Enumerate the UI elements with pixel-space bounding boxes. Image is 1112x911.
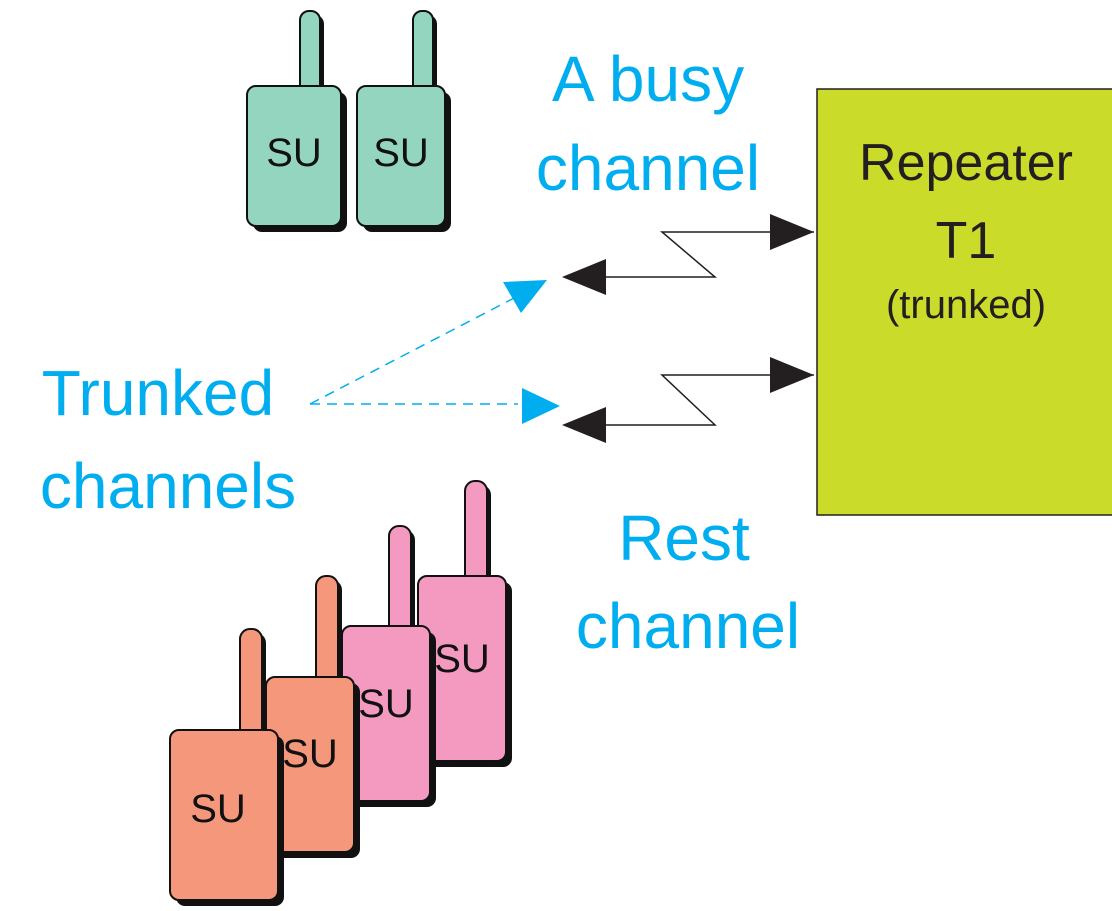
arrowhead-to-repeater [770,214,814,250]
subscriber-unit-green-2: SU [356,10,451,232]
subscriber-unit-green-1: SU [246,10,347,232]
repeater-box: Repeater T1 (trunked) [816,88,1112,516]
subscriber-unit-orange-1: SU [265,575,360,858]
su-label: SU [434,637,490,681]
rest-channel-label-line2: channel [576,590,800,662]
subscriber-unit-orange-2: SU [169,628,284,906]
repeater-mode: (trunked) [886,283,1046,327]
su-label: SU [266,131,322,175]
arrowhead-to-repeater [770,357,814,393]
channel-link-top [562,214,814,295]
repeater-id: T1 [936,212,997,270]
rest-channel-label-line1: Rest [618,502,750,574]
trunked-pointers [309,280,560,424]
busy-channel-label-line2: channel [536,132,760,204]
pointer-arrowhead [522,388,560,424]
trunked-channels-label-line1: Trunked [42,357,274,429]
su-label: SU [358,682,414,726]
subscriber-unit-pink-1: SU [417,480,512,767]
arrowhead-to-units [562,407,606,443]
subscriber-unit-pink-2: SU [341,525,436,807]
su-label: SU [190,787,246,831]
busy-channel-label-line1: A busy [552,43,744,115]
trunked-channels-label-line2: channels [40,450,296,522]
repeater-title: Repeater [859,134,1073,192]
pointer-arrowhead [503,280,547,313]
arrowhead-to-units [562,259,606,295]
su-label: SU [373,131,429,175]
su-label: SU [282,732,338,776]
channel-link-bottom [562,357,814,443]
